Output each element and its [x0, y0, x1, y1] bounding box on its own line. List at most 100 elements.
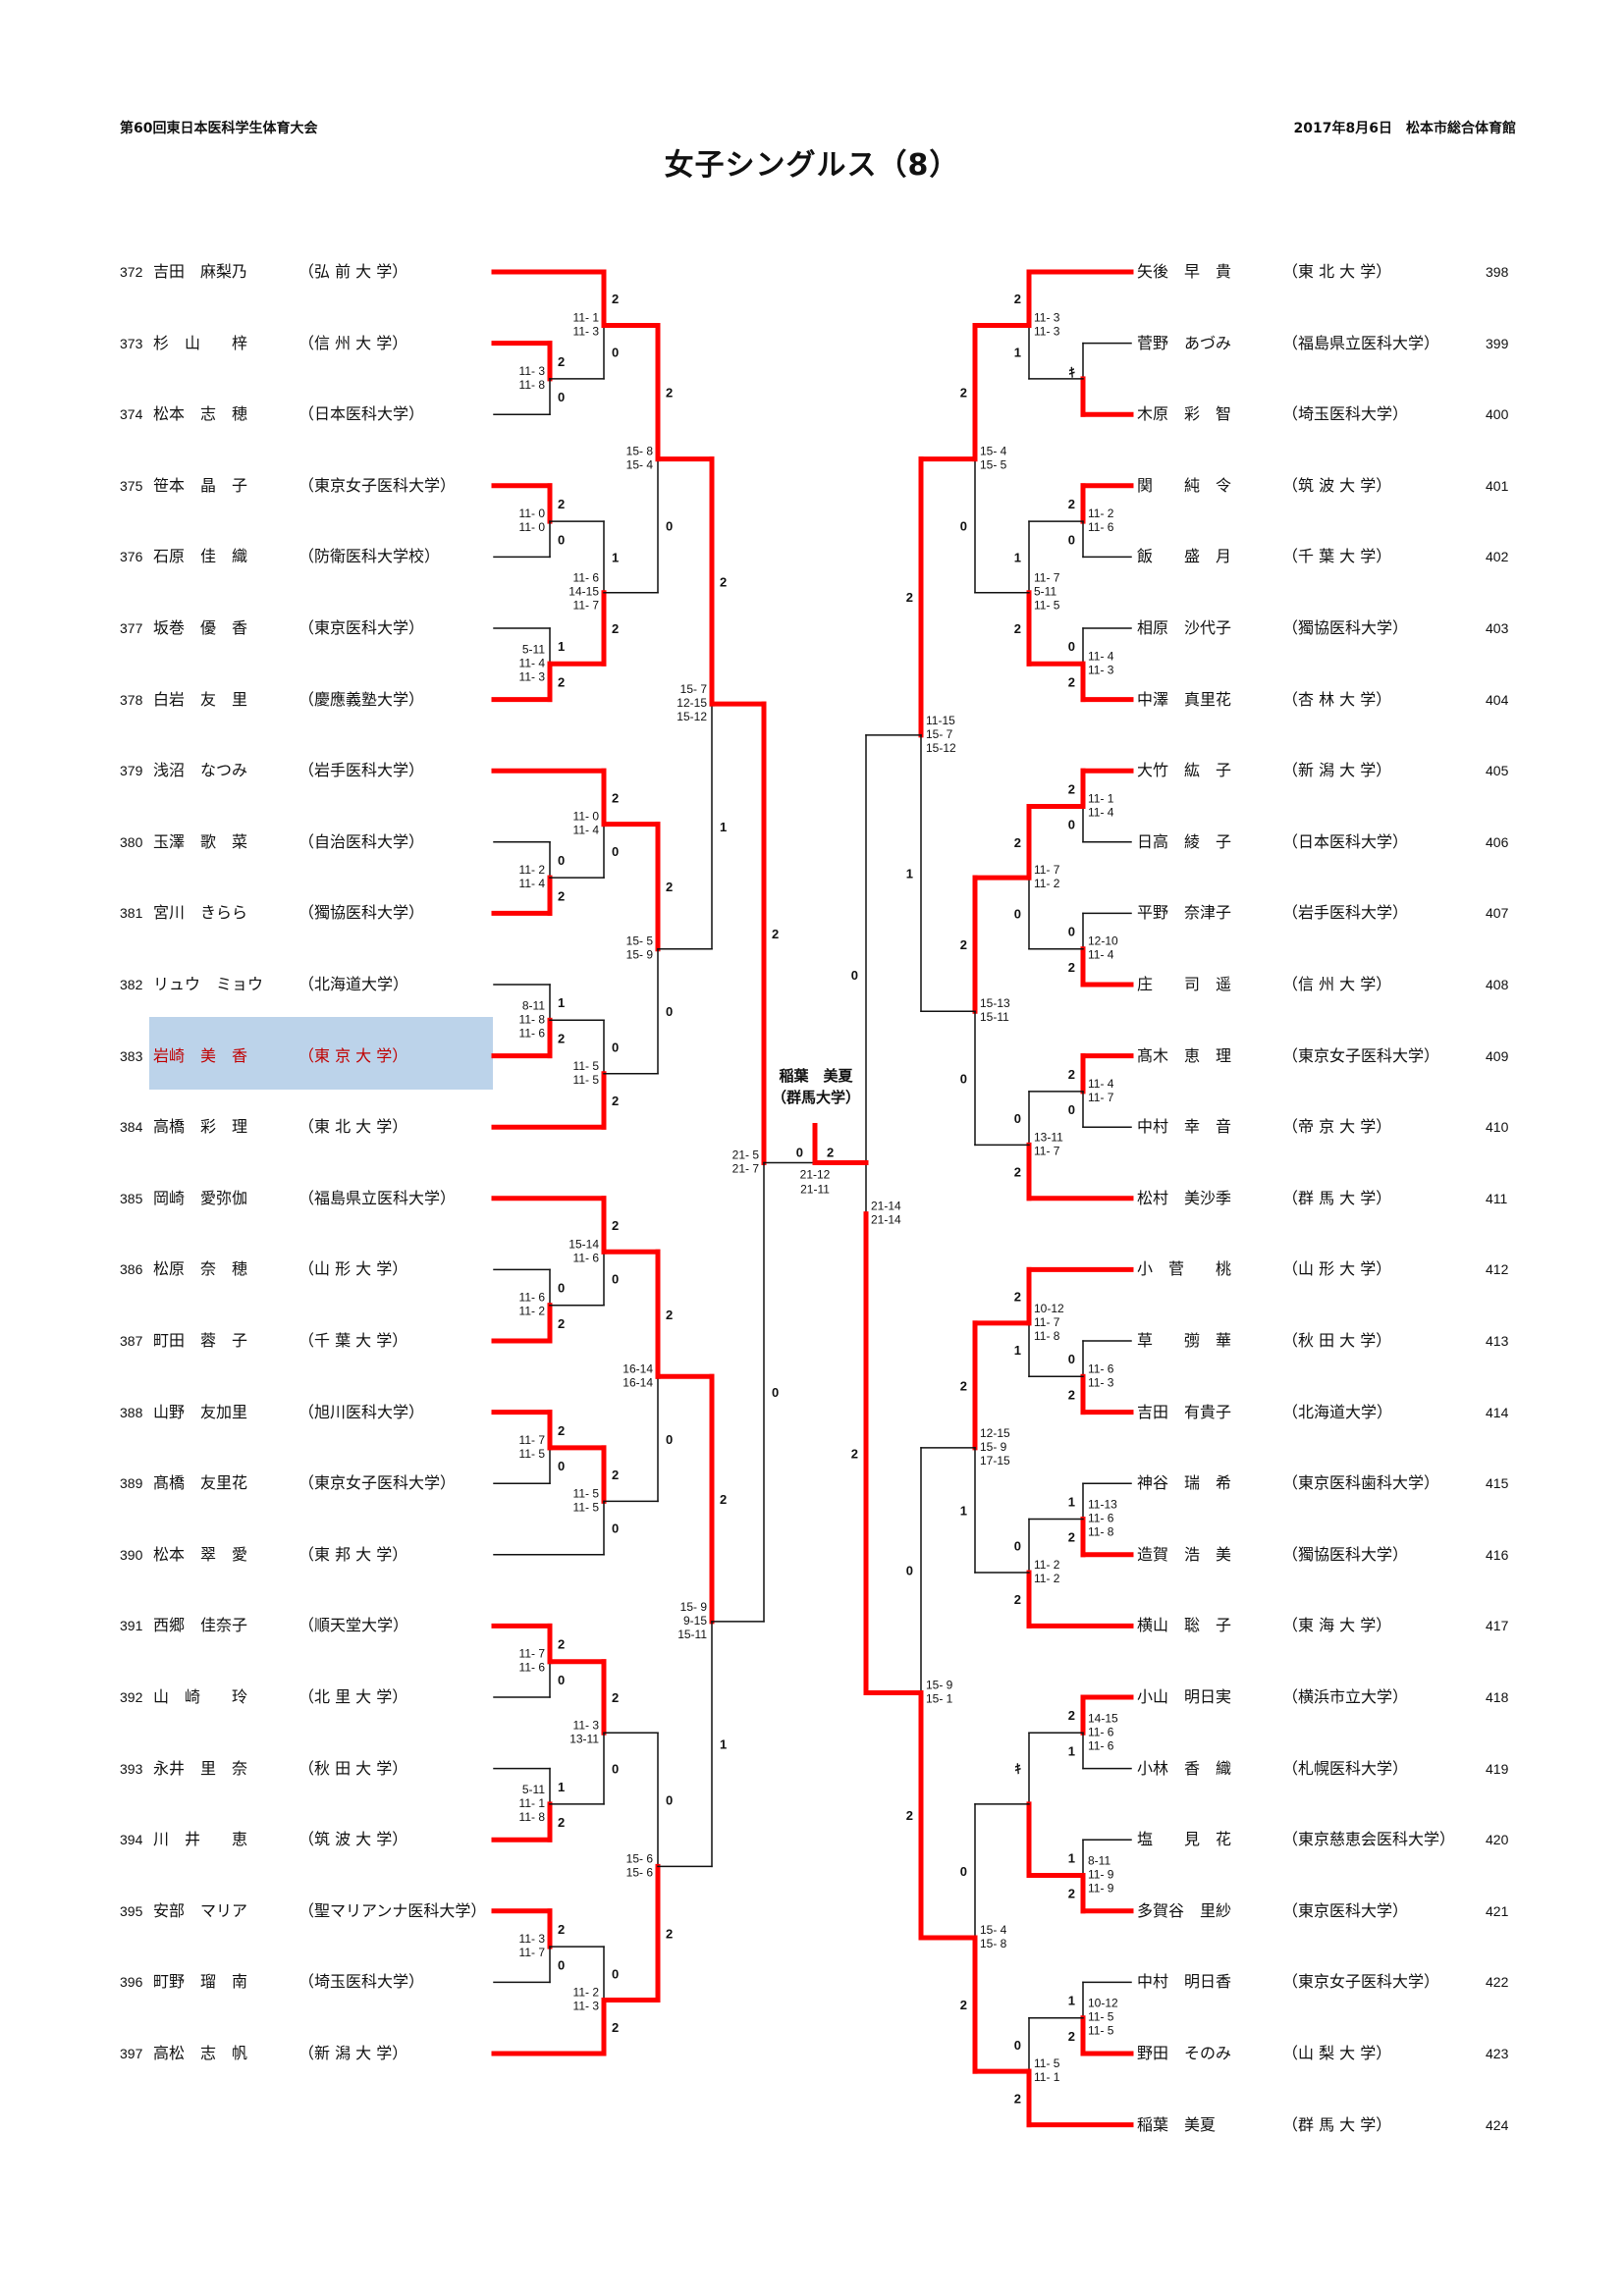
sets-won: 0 [666, 1432, 673, 1447]
player-seed: 382 [120, 977, 143, 992]
game-score: 11- 4 [1088, 649, 1114, 663]
game-score: 11- 2 [1034, 877, 1060, 890]
player-entry: 小山 明日実（横浜市立大学）418 [1137, 1686, 1508, 1708]
player-university: （群 馬 大 学） [1282, 1188, 1392, 1207]
player-university: （埼玉医科大学） [1282, 404, 1409, 424]
sets-won: 2 [1014, 292, 1021, 306]
game-score: 11- 6 [1088, 1725, 1114, 1738]
game-score: 11- 1 [573, 310, 600, 324]
player-entry: 神谷 瑞 希（東京医科歯科大学）415 [1137, 1472, 1508, 1494]
sets-won: 2 [851, 1447, 858, 1462]
player-name: 永井 里 奈 [153, 1758, 248, 1778]
game-score: 15- 8 [626, 445, 654, 458]
player-university: （旭川医科大学） [298, 1402, 425, 1421]
game-score: 16-14 [623, 1362, 653, 1375]
game-score: 11- 6 [519, 1661, 546, 1675]
highlight-box [149, 1017, 493, 1090]
game-score: 11- 5 [573, 1073, 600, 1087]
game-score: 11- 5 [1034, 599, 1060, 613]
sets-won: 2 [666, 880, 673, 894]
game-score: 12-15 [677, 696, 707, 710]
game-score: 11- 5 [1034, 2056, 1060, 2070]
player-university: （秋 田 大 学） [298, 1758, 408, 1778]
player-seed: 407 [1486, 905, 1509, 922]
player-seed: 422 [1486, 1974, 1509, 1991]
sets-won: 2 [1014, 1290, 1021, 1305]
player-university: （東京女子医科大学） [298, 1473, 457, 1493]
game-score: 11- 1 [519, 1796, 546, 1810]
player-seed: 373 [120, 335, 143, 351]
sets-won: 2 [558, 1031, 565, 1045]
sets-won: 2 [612, 1690, 619, 1705]
player-name: 日高 綾 子 [1137, 831, 1232, 851]
game-score: 15-12 [926, 741, 956, 755]
player-university: （杏 林 大 学） [1282, 689, 1392, 709]
sets-won: 2 [612, 1218, 619, 1233]
sets-won: 0 [1014, 906, 1021, 921]
sets-won: 2 [1068, 497, 1075, 511]
game-score: 11- 4 [519, 877, 546, 890]
player-university: （東京医科大学） [298, 618, 425, 637]
player-seed: 387 [120, 1333, 143, 1349]
sets-won: 2 [906, 590, 913, 605]
player-name: 野田 そのみ [1137, 2044, 1232, 2062]
sets-won: 0 [960, 519, 967, 534]
player-seed: 374 [120, 406, 143, 423]
player-name: 草 彅 華 [1137, 1331, 1232, 1350]
sets-won: 0 [960, 1071, 967, 1086]
sets-won: 0 [1068, 1352, 1075, 1366]
player-university: （北海道大学） [298, 975, 409, 993]
player-seed: 388 [120, 1404, 143, 1420]
player-seed: 394 [120, 1832, 143, 1848]
sets-won: 1 [906, 867, 913, 881]
player-entry: 横山 聡 子（東 海 大 学）417 [1137, 1615, 1508, 1636]
sets-won: 2 [612, 1094, 619, 1108]
player-university: （岩手医科大学） [1282, 903, 1409, 923]
player-name: 塩 見 花 [1137, 1830, 1232, 1849]
player-name: 相原 沙代子 [1137, 618, 1232, 637]
player-name: 関 純 令 [1137, 475, 1232, 495]
player-university: （福島県立医科大学） [1282, 333, 1440, 352]
player-seed: 404 [1486, 691, 1509, 708]
player-university: （信 州 大 学） [1282, 975, 1392, 993]
player-entry: 平野 奈津子（岩手医科大学）407 [1137, 902, 1508, 924]
player-entry: 髙木 恵 理（東京女子医科大学）409 [1137, 1045, 1508, 1067]
sets-won: 2 [1068, 674, 1075, 689]
player-entry: 矢後 早 貴（東 北 大 学）398 [1137, 261, 1508, 283]
sets-won: 1 [1068, 1494, 1075, 1509]
game-score: 15- 6 [626, 1865, 654, 1879]
player-university: （日本医科大学） [1282, 831, 1409, 851]
player-university: （東 京 大 学） [298, 1045, 408, 1065]
sets-won: 2 [1068, 1708, 1075, 1723]
player-university: （獨協医科大学） [1282, 1544, 1409, 1564]
sets-won: 1 [558, 639, 565, 654]
sets-won: 2 [1068, 1887, 1075, 1901]
game-score: 11- 3 [573, 324, 600, 338]
sets-won: 1 [558, 1780, 565, 1794]
sets-won: 2 [772, 927, 779, 941]
player-name: 宮川 きらら [153, 903, 248, 923]
player-university: （東京女子医科大学） [1282, 1045, 1440, 1065]
player-university: （岩手医科大学） [298, 761, 425, 780]
sets-won: 1 [1014, 1343, 1021, 1358]
sets-won: 0 [666, 1004, 673, 1019]
player-university: （東 海 大 学） [1282, 1616, 1392, 1635]
game-score: 15- 7 [680, 682, 708, 696]
sets-won: 2 [612, 1468, 619, 1482]
walkover-mark: ｷ [1015, 1762, 1022, 1777]
player-entry: 木原 彩 智（埼玉医科大学）400 [1137, 403, 1508, 425]
sets-won: 2 [558, 354, 565, 369]
game-score: 11- 4 [1088, 948, 1114, 962]
player-university: （秋 田 大 学） [1282, 1331, 1392, 1350]
game-score: 11- 3 [1088, 1375, 1114, 1389]
